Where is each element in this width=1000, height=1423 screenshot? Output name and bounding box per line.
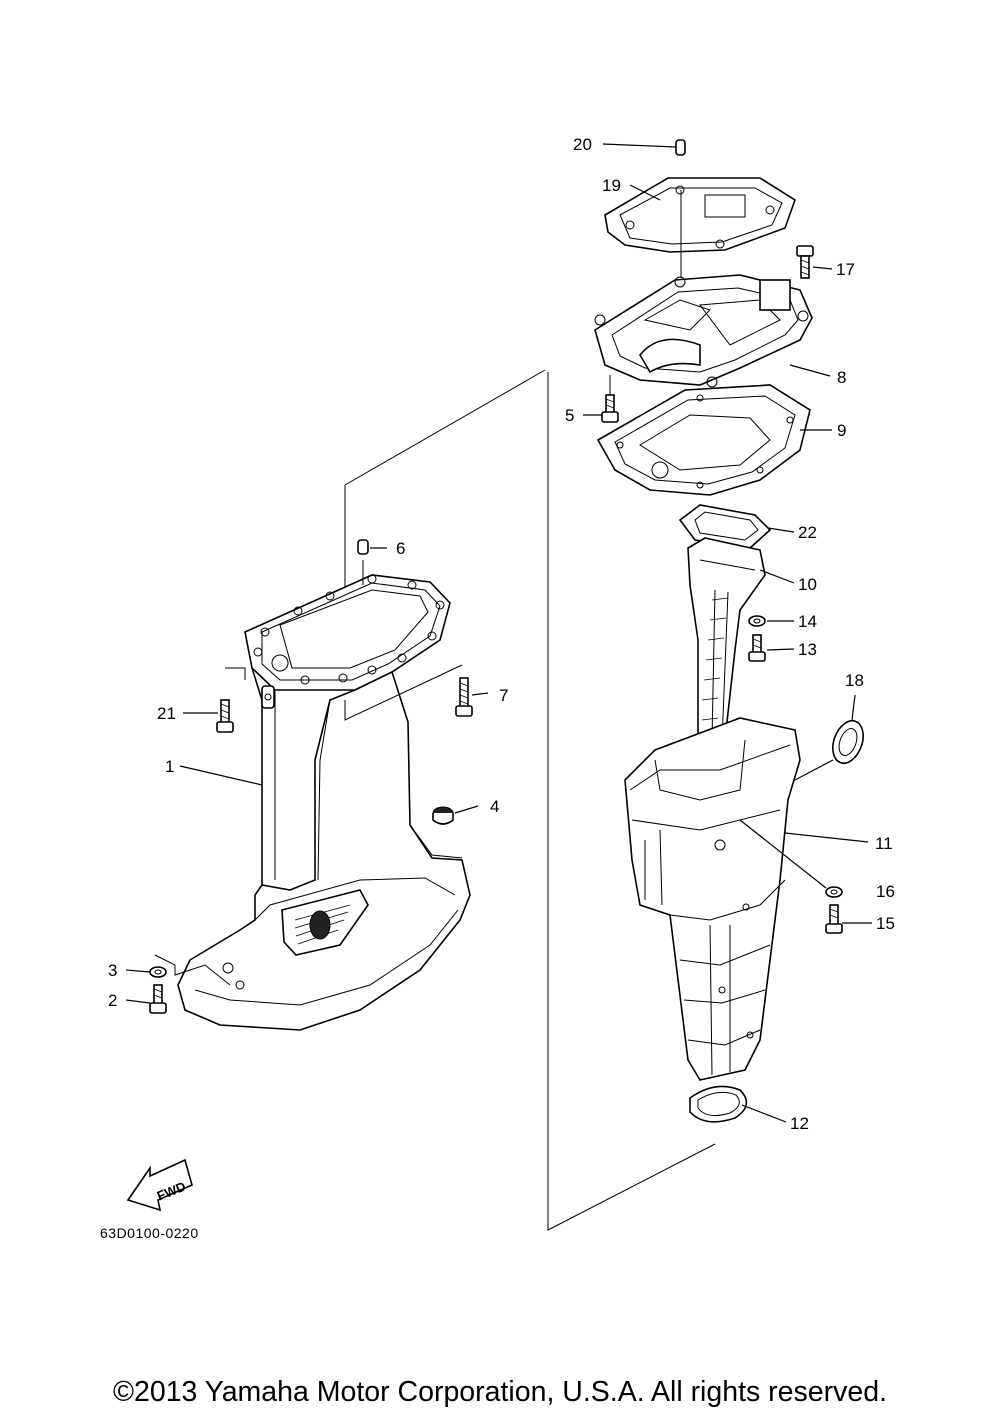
gasket-part-19: [604, 177, 796, 278]
callout-22: 22: [798, 523, 817, 542]
washer-part-3: [149, 966, 167, 978]
callout-19: 19: [602, 176, 621, 195]
grommet-part-18: [832, 719, 864, 765]
callout-9: 9: [837, 421, 846, 440]
leader-lines: [125, 143, 872, 1123]
callout-5: 5: [565, 406, 574, 425]
callout-7: 7: [499, 686, 508, 705]
callout-14: 14: [798, 612, 817, 631]
callout-8: 8: [837, 368, 846, 387]
callout-6: 6: [396, 539, 405, 558]
callout-17: 17: [836, 260, 855, 279]
exhaust-pipe-part-10: [687, 537, 766, 746]
exhaust-guide-part-8: [594, 274, 813, 388]
callout-10: 10: [798, 575, 817, 594]
callout-1: 1: [165, 757, 174, 776]
bolt-part-17: [796, 245, 814, 279]
forward-direction-arrow: FWD: [126, 1158, 193, 1212]
callout-21: 21: [157, 704, 176, 723]
seal-part-12: [689, 1085, 748, 1123]
bolt-part-13: [748, 634, 766, 662]
callout-3: 3: [108, 961, 117, 980]
drawing-code: 63D0100-0220: [100, 1225, 199, 1241]
plug-part-4: [432, 806, 454, 825]
muffler-part-11: [624, 717, 801, 1081]
washer-part-14: [748, 615, 766, 627]
callout-4: 4: [490, 797, 499, 816]
bolt-part-5: [601, 375, 619, 423]
bolt-part-21: [216, 699, 234, 733]
dowel-pin-part-20: [675, 139, 686, 156]
callout-20: 20: [573, 135, 592, 154]
callout-2: 2: [108, 991, 117, 1010]
gasket-part-9: [596, 384, 811, 496]
washer-part-16: [825, 886, 843, 898]
callout-15: 15: [876, 914, 895, 933]
dowel-pin-part-6: [357, 539, 369, 585]
callout-16: 16: [876, 882, 895, 901]
gasket-part-22: [678, 504, 772, 549]
copyright-notice: ©2013 Yamaha Motor Corporation, U.S.A. A…: [113, 1376, 887, 1408]
callout-12: 12: [790, 1114, 809, 1133]
bolt-part-7: [455, 677, 473, 717]
upper-casing: [154, 574, 471, 1031]
bolt-part-15: [825, 904, 843, 934]
bolt-part-2: [149, 984, 167, 1014]
callout-labels: 1 2 3 4 5 6 7 8 9 10 11 12 13 14 15 16 1…: [108, 135, 895, 1133]
callout-13: 13: [798, 640, 817, 659]
callout-11: 11: [875, 834, 893, 853]
callout-18: 18: [845, 671, 864, 690]
